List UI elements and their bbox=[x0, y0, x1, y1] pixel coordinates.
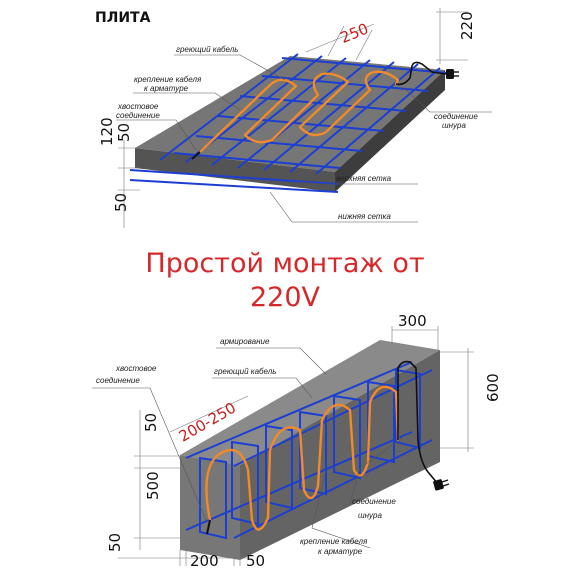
svg-text:600: 600 bbox=[484, 373, 502, 402]
label-beam-cord-joint: соединение bbox=[352, 497, 396, 506]
svg-text:220: 220 bbox=[458, 11, 476, 40]
svg-text:50: 50 bbox=[246, 552, 265, 570]
headline-line-1: Простой монтаж от bbox=[145, 248, 424, 279]
slab-dim-250: 250 bbox=[305, 20, 375, 61]
svg-text:500: 500 bbox=[144, 471, 162, 500]
headline-line-2: 220V bbox=[250, 282, 321, 313]
slab-tail-joint bbox=[191, 151, 201, 160]
beam-drawing: 300 600 200-250 50 500 bbox=[92, 312, 502, 570]
label-beam-heating-cable: греющий кабель bbox=[214, 367, 276, 376]
beam-heating-cable bbox=[205, 385, 400, 531]
label-cable-fixing: крепление кабеля bbox=[134, 75, 202, 84]
slab-labels: греющий кабель крепление кабеля к армату… bbox=[116, 45, 492, 223]
beam-dim-left: 50 500 bbox=[134, 410, 180, 550]
svg-text:200: 200 bbox=[190, 552, 219, 570]
svg-text:к арматуре: к арматуре bbox=[318, 547, 363, 556]
label-lower-mesh: нижняя сетка bbox=[338, 212, 391, 221]
slab-title: ПЛИТА bbox=[95, 10, 151, 26]
slab-dim-left: 120 50 50 bbox=[98, 117, 140, 228]
svg-text:300: 300 bbox=[398, 312, 427, 330]
slab-heating-cable bbox=[198, 70, 400, 154]
svg-text:50: 50 bbox=[142, 413, 160, 432]
svg-text:50: 50 bbox=[112, 193, 130, 212]
svg-text:соединение: соединение bbox=[116, 111, 160, 120]
slab-plug-icon bbox=[446, 69, 459, 79]
beam-dim-600: 600 bbox=[440, 348, 502, 452]
svg-text:к арматуре: к арматуре bbox=[144, 84, 189, 93]
slab-upper-mesh bbox=[129, 53, 449, 193]
svg-text:шнура: шнура bbox=[442, 121, 466, 130]
label-tail-joint: хвостовое bbox=[117, 102, 159, 111]
label-upper-mesh: верхняя сетка bbox=[336, 174, 392, 183]
label-beam-cable-fixing: крепление кабеля bbox=[300, 537, 368, 546]
svg-text:50: 50 bbox=[115, 123, 133, 142]
svg-text:соединение: соединение bbox=[96, 376, 140, 385]
label-heating-cable: греющий кабель bbox=[176, 45, 238, 54]
svg-text:шнура: шнура bbox=[358, 511, 382, 520]
label-cord-joint: соединение bbox=[434, 112, 478, 121]
beam-rebar-cage bbox=[185, 361, 433, 540]
beam-power-cord bbox=[397, 360, 439, 485]
beam-plug-icon bbox=[433, 479, 450, 491]
label-beam-tail-joint: хвостовое bbox=[115, 364, 157, 373]
slab-dim-220: 220 bbox=[436, 8, 476, 64]
beam-tail-joint bbox=[206, 519, 211, 535]
beam-dim-300: 300 bbox=[391, 312, 439, 350]
label-reinforcement: армирование bbox=[220, 337, 270, 346]
beam-labels: армирование греющий кабель хвостовое сое… bbox=[92, 337, 403, 556]
slab-power-cord bbox=[395, 61, 447, 86]
svg-text:250: 250 bbox=[338, 20, 371, 47]
svg-text:120: 120 bbox=[98, 117, 116, 146]
beam-dim-bottom: 50 200 50 bbox=[106, 533, 265, 570]
slab-drawing: ПЛИТА bbox=[95, 8, 492, 228]
svg-text:50: 50 bbox=[106, 533, 124, 552]
